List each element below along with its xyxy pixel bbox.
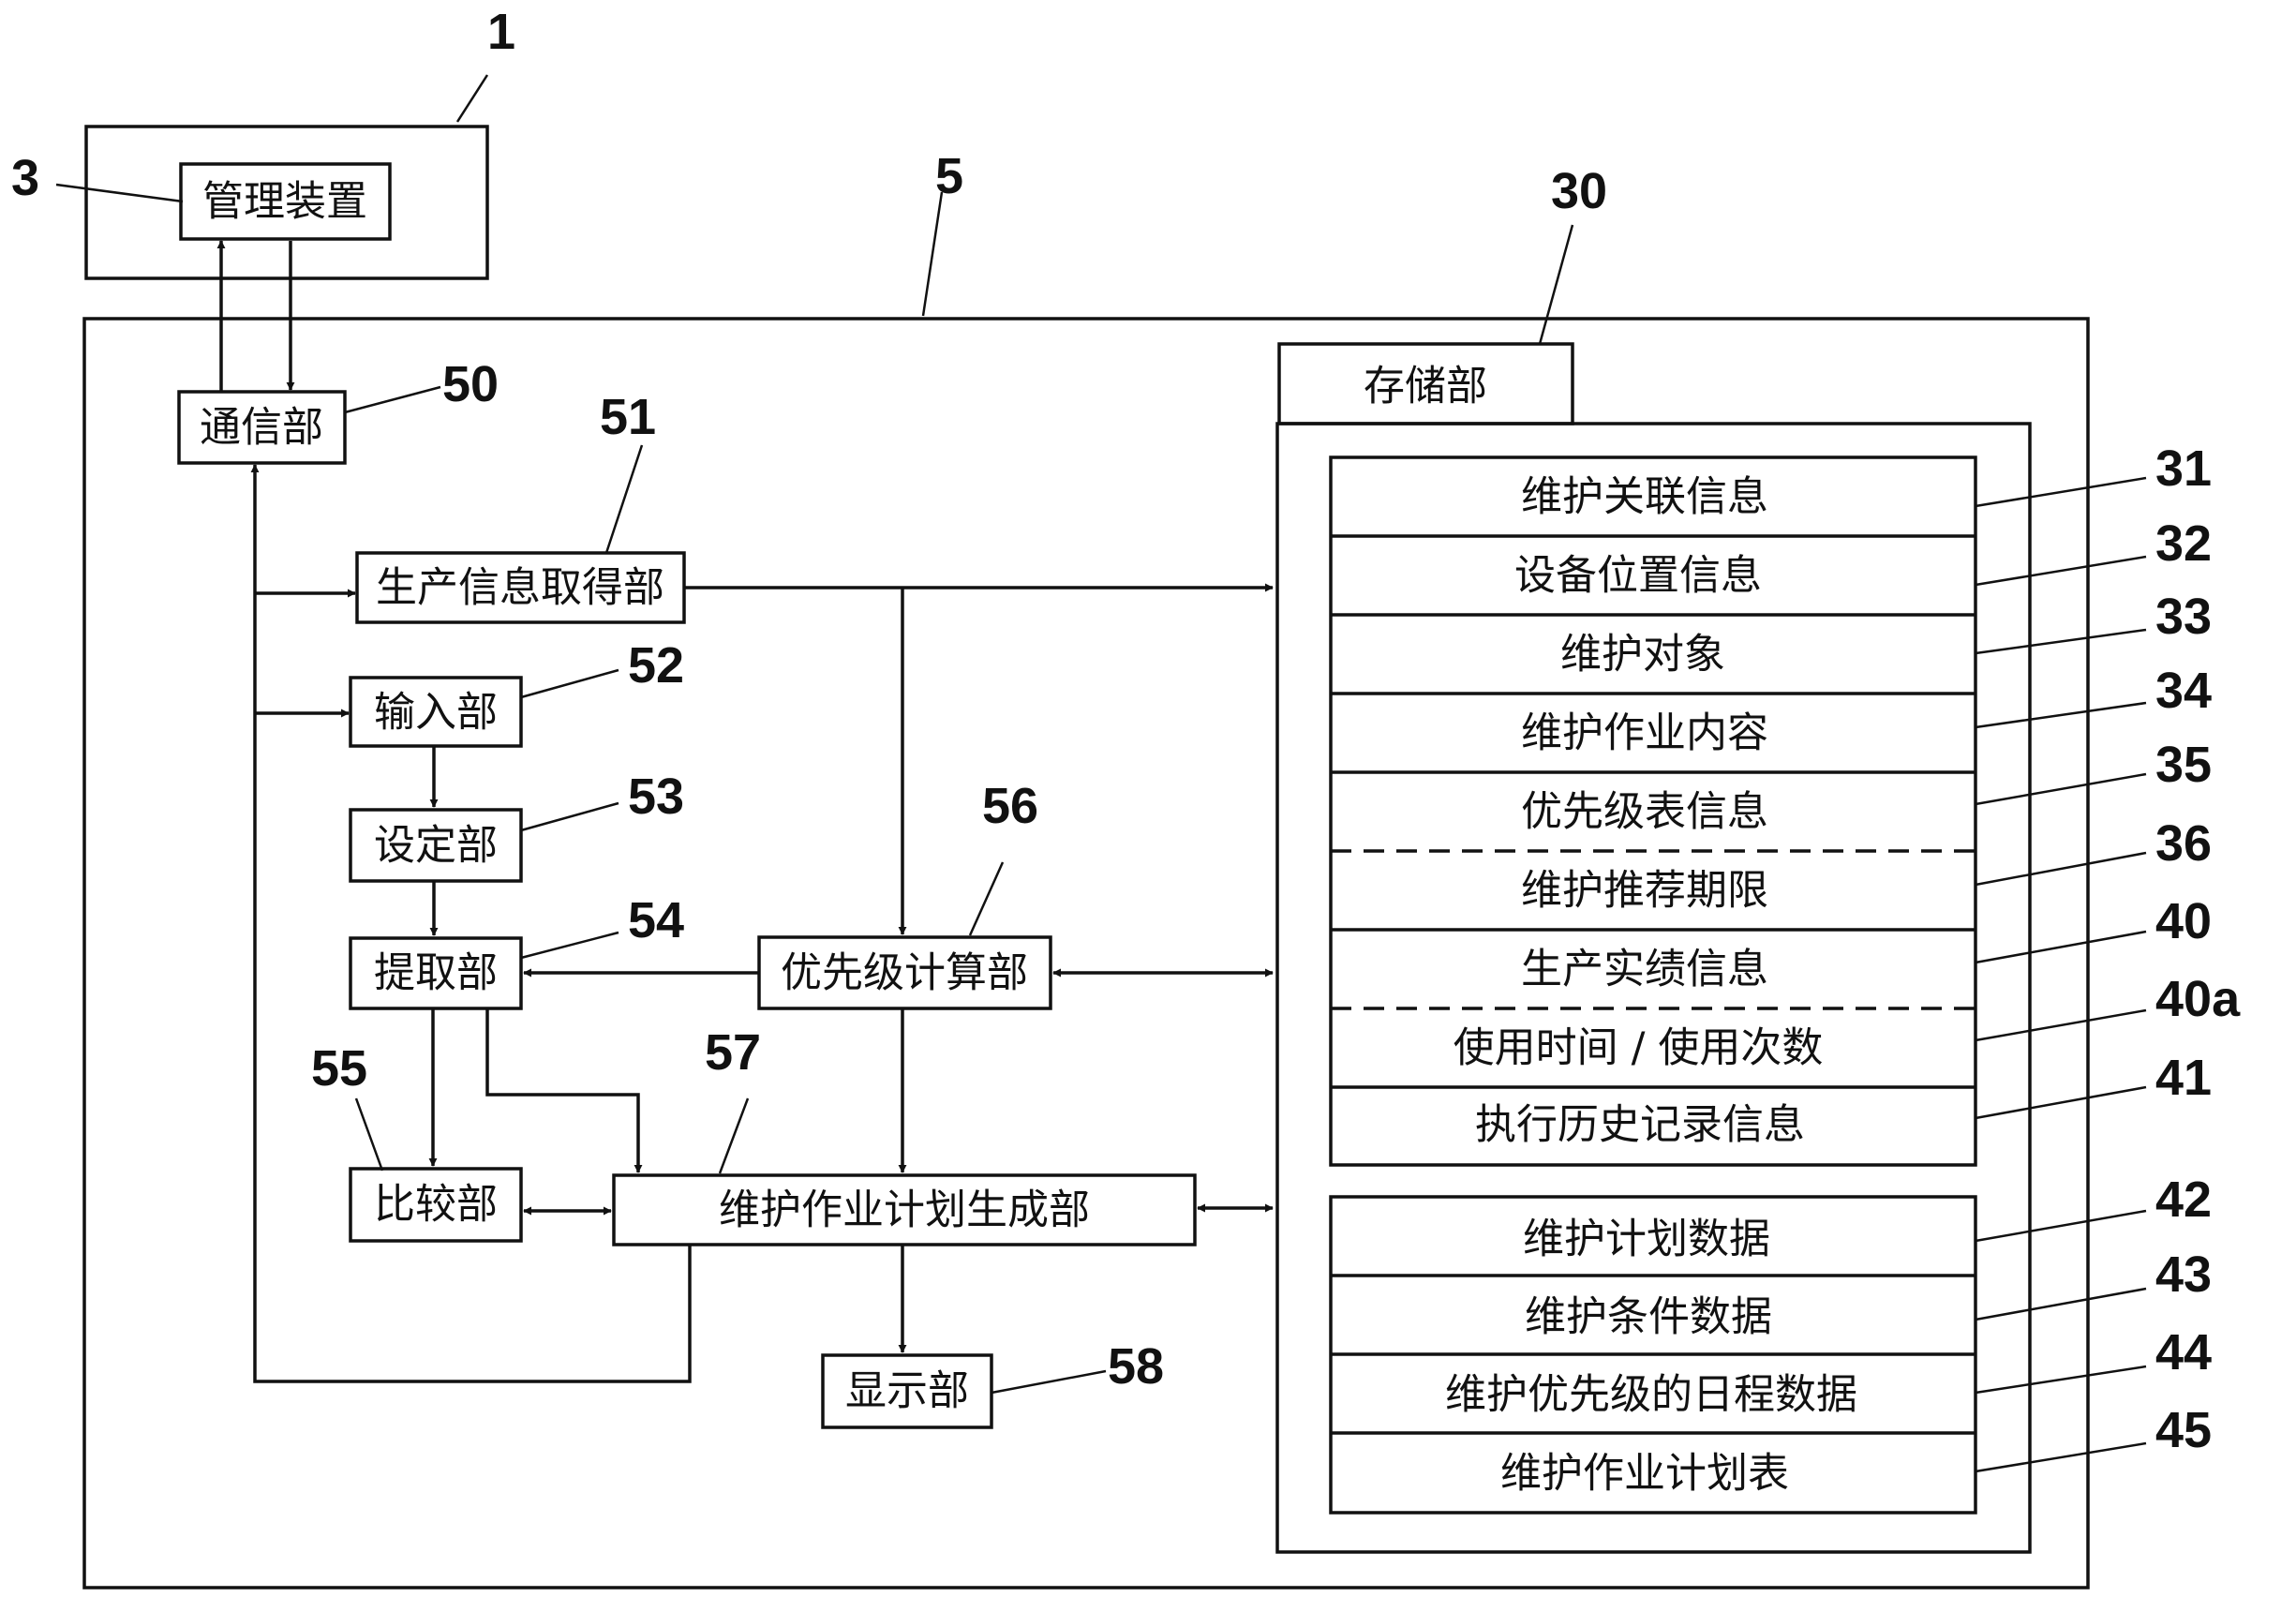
ref-storage-36: 36 [2155, 815, 2212, 872]
extraction-label: 提取部 [374, 949, 498, 997]
storage-cell-40a: 使用时间 / 使用次数 [1454, 1024, 1824, 1072]
storage-cell-35: 优先级表信息 [1521, 788, 1768, 836]
storage-group-1 [1329, 455, 1977, 1167]
comparison-box [349, 1167, 523, 1243]
communication-label: 通信部 [200, 404, 323, 452]
storage-box [1275, 422, 2032, 1554]
ref-storage-31: 31 [2155, 440, 2212, 497]
connectors [216, 240, 1274, 1383]
storage-label: 存储部 [1364, 363, 1487, 410]
storage-cell-36: 维护推荐期限 [1521, 867, 1768, 915]
ref-communication: 50 [442, 356, 499, 412]
ref-storage-34: 34 [2155, 663, 2212, 719]
display-label: 显示部 [845, 1367, 969, 1415]
ref-storage-32: 32 [2155, 515, 2212, 572]
ref-storage-42: 42 [2155, 1172, 2212, 1228]
input-box [349, 676, 523, 748]
setting-label: 设定部 [374, 822, 498, 870]
ref-storage-40a: 40a [2155, 971, 2241, 1027]
priority-calc-label: 优先级计算部 [781, 949, 1028, 997]
ref-comparison: 55 [311, 1040, 367, 1097]
storage-group-2-dividers [1331, 1274, 1975, 1435]
storage-cell-43: 维护条件数据 [1525, 1293, 1772, 1341]
ref-setting: 53 [628, 769, 684, 825]
ref-storage-43: 43 [2155, 1246, 2212, 1303]
storage-cell-42: 维护计划数据 [1523, 1216, 1770, 1263]
storage-cell-34: 维护作业内容 [1521, 709, 1768, 757]
plan-gen-label: 维护作业计划生成部 [719, 1187, 1090, 1234]
ref-machine: 5 [935, 148, 963, 204]
ref-system: 1 [487, 4, 515, 60]
storage-cell-32: 设备位置信息 [1514, 552, 1762, 600]
production-acq-label: 生产信息取得部 [376, 564, 664, 612]
management-device-label: 管理装置 [202, 178, 367, 226]
ref-management: 3 [11, 150, 39, 206]
communication-box [177, 390, 347, 465]
storage-cell-44: 维护优先级的日程数据 [1445, 1371, 1857, 1419]
ref-storage-40: 40 [2155, 893, 2212, 949]
ref-storage-33: 33 [2155, 589, 2212, 645]
ref-extraction: 54 [628, 892, 684, 948]
ref-priority-calc: 56 [982, 778, 1038, 834]
ref-storage-44: 44 [2155, 1324, 2212, 1381]
plan-gen-box [612, 1173, 1197, 1246]
setting-box [349, 808, 523, 883]
ref-storage-35: 35 [2155, 737, 2212, 793]
input-label: 输入部 [374, 689, 498, 737]
ref-display: 58 [1108, 1338, 1164, 1395]
storage-cell-40: 生产实绩信息 [1521, 946, 1768, 993]
storage-cell-45: 维护作业计划表 [1500, 1450, 1789, 1498]
storage-cell-41: 执行历史记录信息 [1475, 1101, 1805, 1149]
machine-box [82, 317, 2090, 1590]
reference-leaders [55, 74, 2147, 1473]
ref-storage-45: 45 [2155, 1402, 2212, 1458]
ref-plan-gen: 57 [705, 1024, 761, 1081]
storage-group-1-dividers [1331, 534, 1975, 1089]
comparison-label: 比较部 [374, 1181, 498, 1229]
system-box [84, 125, 489, 280]
ref-input: 52 [628, 637, 684, 694]
ref-production-acq: 51 [600, 389, 656, 445]
display-box [821, 1353, 993, 1429]
storage-cell-31: 维护关联信息 [1521, 473, 1768, 521]
ref-storage-41: 41 [2155, 1050, 2212, 1106]
storage-cell-33: 维护对象 [1560, 631, 1725, 679]
extraction-box [349, 936, 523, 1010]
ref-storage: 30 [1551, 163, 1607, 219]
